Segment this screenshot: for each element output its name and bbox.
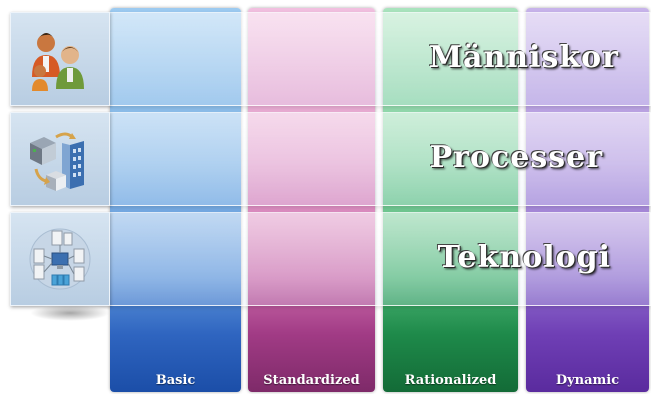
people-tile — [10, 12, 110, 106]
column-rationalized-label: Rationalized — [404, 373, 497, 388]
row-title-technology: Teknologi — [437, 240, 611, 275]
tile-shadow — [30, 305, 110, 321]
technology-tile — [10, 212, 110, 306]
row-title-people: Människor — [428, 40, 619, 75]
column-standardized-label: Standardized — [263, 373, 360, 388]
buildings-process-icon — [30, 132, 84, 191]
people-icon — [32, 33, 84, 91]
column-basic-label: Basic — [155, 373, 196, 388]
column-dynamic-label: Dynamic — [555, 373, 620, 388]
network-technology-icon — [29, 228, 91, 290]
process-tile — [10, 112, 110, 206]
row-band-process — [10, 112, 651, 206]
row-title-process: Processer — [429, 140, 603, 175]
row-band-technology — [10, 212, 651, 306]
